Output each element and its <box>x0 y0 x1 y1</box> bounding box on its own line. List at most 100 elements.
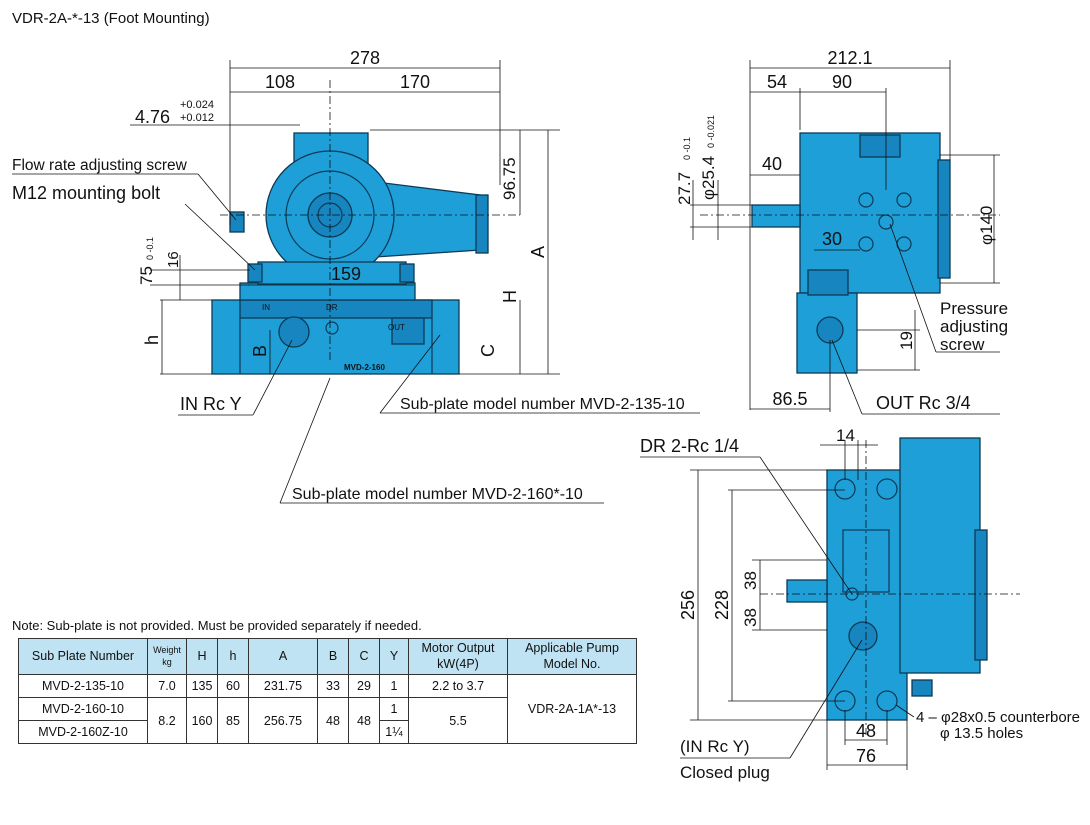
th-C: C <box>348 637 380 676</box>
subplate-table: Sub Plate Number Weight kg H h A B C Y M… <box>18 637 637 745</box>
dim-shaft-tol-plus: +0.024 <box>180 99 214 111</box>
dim-140: φ140 <box>977 206 996 245</box>
label-holes: φ 13.5 holes <box>940 725 1023 742</box>
dim-228: 228 <box>712 590 732 620</box>
label-closed-plug: Closed plug <box>680 763 770 782</box>
note-text: Note: Sub-plate is not provided. Must be… <box>12 618 422 633</box>
drawing-title: VDR-2A-*-13 (Foot Mounting) <box>12 10 210 27</box>
cell-h: 60 <box>217 674 249 699</box>
cell-C: 48 <box>348 697 380 745</box>
cell-motor: 5.5 <box>408 697 508 745</box>
dim-38b: 38 <box>741 608 760 627</box>
mark-out: OUT <box>388 323 405 332</box>
th-A: A <box>248 637 318 676</box>
dim-48: 48 <box>856 721 876 741</box>
label-pressure-screw-3: screw <box>940 335 985 354</box>
cell-sub: MVD-2-160Z-10 <box>18 720 148 745</box>
cell-A: 256.75 <box>248 697 318 745</box>
th-Y: Y <box>379 637 409 676</box>
dim-h-low: h <box>142 335 162 345</box>
dim-shaft-tol-minus: +0.012 <box>180 112 214 124</box>
cell-H: 160 <box>186 697 218 745</box>
cell-sub: MVD-2-135-10 <box>18 674 148 699</box>
th-B: B <box>317 637 349 676</box>
th-motor: Motor Output kW(4P) <box>408 637 508 676</box>
table-row: MVD-2-135-10 7.0 135 60 231.75 33 29 1 2… <box>18 674 637 745</box>
dim-c: C <box>478 344 498 357</box>
dim-75: 75 <box>137 266 156 285</box>
label-in-port-bottom: (IN Rc Y) <box>680 737 750 756</box>
cell-Y: 1 <box>379 697 409 722</box>
mark-in: IN <box>262 303 270 312</box>
dim-14: 14 <box>836 426 855 445</box>
cell-C: 29 <box>348 674 380 699</box>
dim-108: 108 <box>265 72 295 92</box>
cell-sub: MVD-2-160-10 <box>18 697 148 722</box>
th-H: H <box>186 637 218 676</box>
dim-38a: 38 <box>741 571 760 590</box>
dim-96-75: 96.75 <box>500 157 519 200</box>
dim-25-4: φ25.4 <box>699 156 718 200</box>
dim-159: 159 <box>331 264 361 284</box>
cell-weight: 8.2 <box>147 697 187 745</box>
cell-B: 48 <box>317 697 349 745</box>
dim-90: 90 <box>832 72 852 92</box>
cell-A: 231.75 <box>248 674 318 699</box>
label-mount-bolt: M12 mounting bolt <box>12 183 160 203</box>
label-out-port: OUT Rc 3/4 <box>876 393 971 413</box>
side-shaft <box>751 204 801 228</box>
th-h: h <box>217 637 249 676</box>
dim-76: 76 <box>856 746 876 766</box>
label-pressure-screw-2: adjusting <box>940 317 1008 336</box>
dim-75-tol: 0 -0.1 <box>145 237 155 260</box>
dim-54: 54 <box>767 72 787 92</box>
dim-27-7: 27.7 <box>675 172 694 205</box>
bottom-view: 14 256 228 38 38 48 76 DR 2-Rc 1/4 4 – φ… <box>640 426 1080 782</box>
dim-a: A <box>528 246 548 258</box>
cell-h: 85 <box>217 697 249 745</box>
dim-16: 16 <box>165 251 182 268</box>
label-dr-port: DR 2-Rc 1/4 <box>640 436 739 456</box>
dim-27-7-tol: 0 -0.1 <box>682 137 692 160</box>
label-pressure-screw-1: Pressure <box>940 299 1008 318</box>
dim-170: 170 <box>400 72 430 92</box>
dim-19: 19 <box>897 331 916 350</box>
cell-Y: 1 <box>379 674 409 699</box>
bottom-subplate <box>826 469 908 721</box>
label-in-port: IN Rc Y <box>180 394 242 414</box>
dim-b: B <box>250 345 270 357</box>
cell-model: VDR-2A-1A*-13 <box>507 674 637 745</box>
dim-30: 30 <box>822 229 842 249</box>
dim-212-1: 212.1 <box>827 48 872 68</box>
label-subplate-135: Sub-plate model number MVD-2-135-10 <box>400 396 685 413</box>
table-header-row: Sub Plate Number Weight kg H h A B C Y M… <box>18 637 637 676</box>
label-subplate-160: Sub-plate model number MVD-2-160*-10 <box>292 486 583 503</box>
plate-text: MVD-2-160 <box>344 363 385 372</box>
cell-Y: 1¼ <box>379 720 409 745</box>
th-weight: Weight kg <box>147 637 187 676</box>
dim-shaft: 4.76 <box>135 107 170 127</box>
in-port-circle <box>278 316 310 348</box>
cell-B: 33 <box>317 674 349 699</box>
cell-H: 135 <box>186 674 218 699</box>
th-model: Applicable Pump Model No. <box>507 637 637 676</box>
side-view: 212.1 54 90 40 30 φ140 27.7 0 -0.1 φ25.4… <box>675 48 1008 415</box>
label-flow-screw: Flow rate adjusting screw <box>12 157 188 174</box>
cell-motor: 2.2 to 3.7 <box>408 674 508 699</box>
table-row: MVD-2-160-10 8.2 160 85 256.75 48 48 1 5… <box>18 697 637 745</box>
label-counterbore: 4 – φ28x0.5 counterbore <box>916 709 1080 726</box>
dim-86-5: 86.5 <box>772 389 807 409</box>
front-view: 278 108 170 4.76 +0.024 +0.012 96.75 A H… <box>12 48 700 504</box>
side-body <box>799 132 941 294</box>
dim-40: 40 <box>762 154 782 174</box>
cell-weight: 7.0 <box>147 674 187 699</box>
table-row: MVD-2-160Z-10 1¼ <box>18 720 637 745</box>
bottom-body <box>899 437 981 674</box>
dim-278: 278 <box>350 48 380 68</box>
dim-256: 256 <box>678 590 698 620</box>
dim-h-cap: H <box>500 290 520 303</box>
mark-dr: DR <box>326 303 338 312</box>
th-sub: Sub Plate Number <box>18 637 148 676</box>
dim-25-4-tol: 0 -0.021 <box>706 115 716 148</box>
